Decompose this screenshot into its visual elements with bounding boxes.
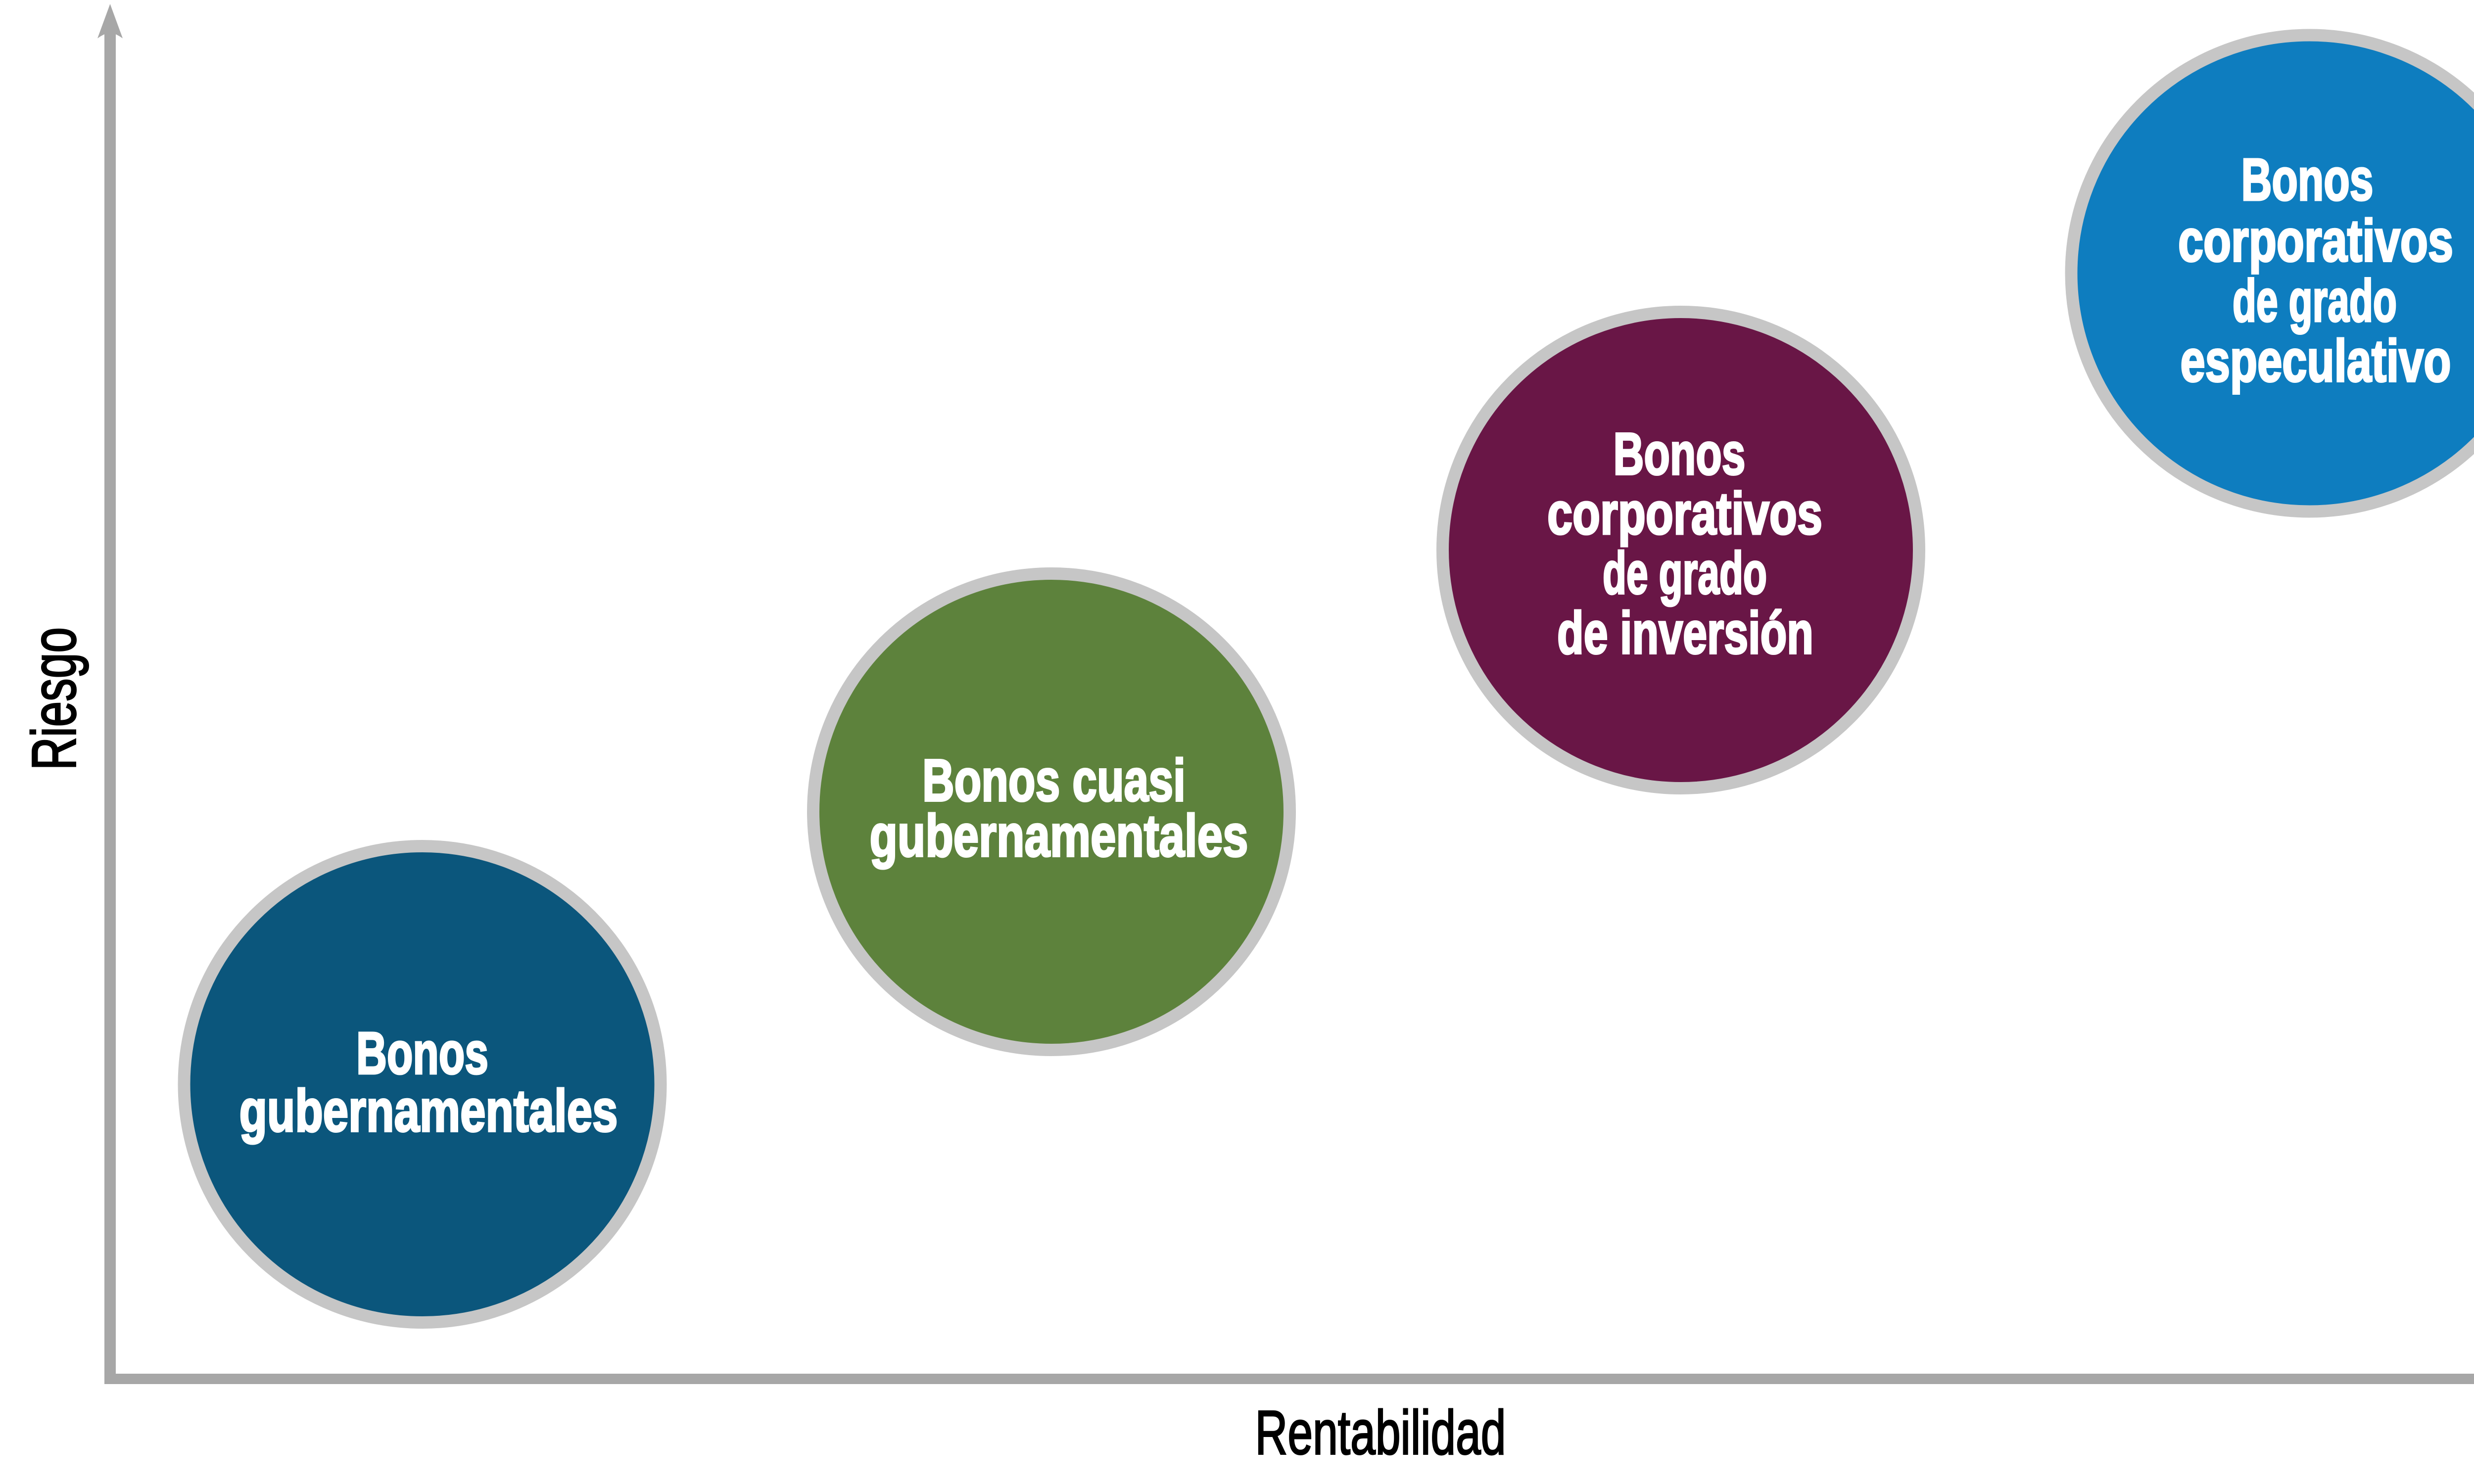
svg-text:Riesgo: Riesgo: [19, 627, 89, 770]
svg-text:Bonos: Bonos: [2241, 146, 2374, 213]
svg-text:gubernamentales: gubernamentales: [239, 1077, 618, 1144]
svg-text:de inversión: de inversión: [1557, 600, 1813, 666]
svg-text:Bonos: Bonos: [1614, 420, 1746, 487]
svg-text:corporativos: corporativos: [1547, 480, 1822, 547]
svg-text:de grado: de grado: [1603, 540, 1767, 606]
svg-text:gubernamentales: gubernamentales: [870, 802, 1248, 869]
svg-text:especulativo: especulativo: [2181, 327, 2451, 394]
svg-text:Rentabilidad: Rentabilidad: [1255, 1398, 1506, 1468]
svg-text:Bonos: Bonos: [356, 1020, 488, 1087]
svg-text:corporativos: corporativos: [2178, 207, 2453, 274]
svg-text:de grado: de grado: [2233, 268, 2397, 334]
svg-text:Bonos cuasi: Bonos cuasi: [922, 747, 1186, 814]
